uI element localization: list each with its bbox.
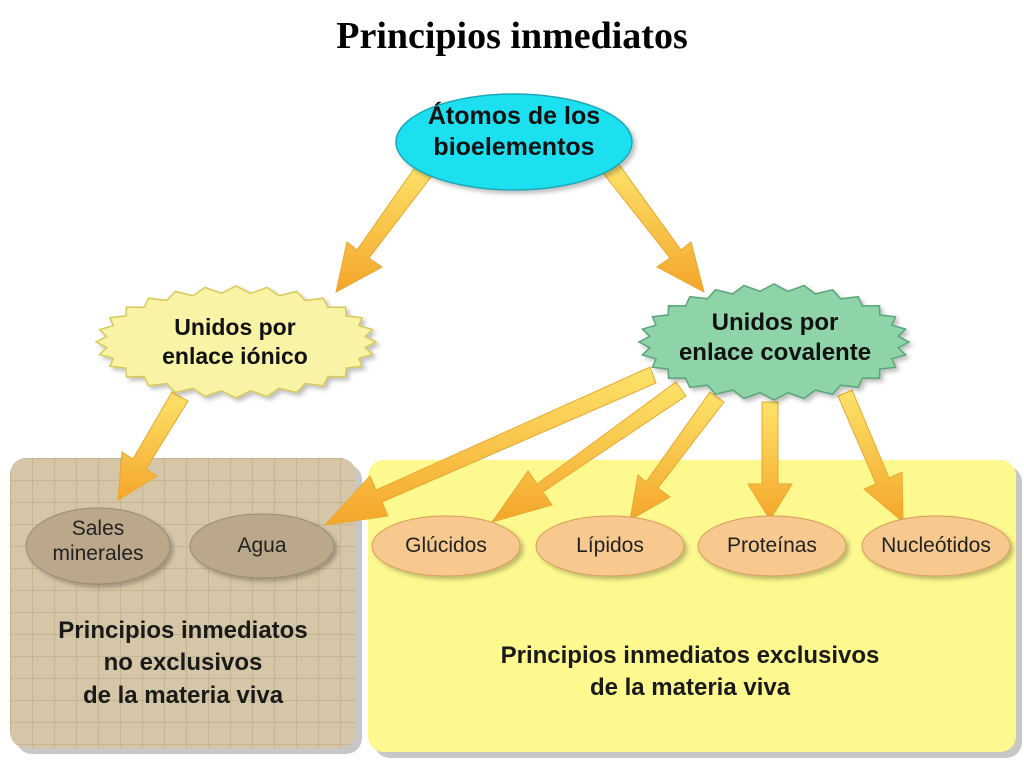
node-atomos xyxy=(395,93,633,191)
node-atomos-line1: Átomos de los xyxy=(427,102,601,130)
caption-no-exclusivos-line2: no exclusivos xyxy=(103,649,263,677)
lipidos-label: Lípidos xyxy=(576,534,644,557)
arrow-top-to-left xyxy=(335,162,435,293)
arrow-covalent-to-proteinas xyxy=(747,401,793,521)
caption-no-exclusivos-line1: Principios inmediatos xyxy=(58,617,308,644)
arrow-top-to-right xyxy=(602,162,705,293)
nucleotidos-label: Nucleótidos xyxy=(881,534,991,557)
oval-lipidos xyxy=(535,515,685,577)
oval-agua xyxy=(189,513,335,579)
caption-exclusivos: Principios inmediatos exclusivos de la m… xyxy=(470,640,910,705)
page-title: Principios inmediatos xyxy=(336,15,688,57)
arrow-covalent-to-nucleotidos xyxy=(837,389,904,524)
oval-glucidos xyxy=(371,515,521,577)
sales-minerales-line1: Sales xyxy=(71,517,125,540)
proteinas-label: Proteínas xyxy=(727,534,817,557)
caption-no-exclusivos: Principios inmediatos no exclusivos de l… xyxy=(20,615,346,712)
caption-exclusivos-line2: de la materia viva xyxy=(589,674,791,702)
node-atomos-label: Átomos de los bioelementos xyxy=(414,101,614,164)
arrow-covalent-to-agua xyxy=(323,366,657,526)
arrow-covalent-to-glucidos xyxy=(490,381,687,523)
panel-exclusivos xyxy=(368,460,1016,752)
caption-no-exclusivos-line3: de la materia viva xyxy=(82,681,284,709)
node-enlace-ionico-label: Unidos por enlace iónico xyxy=(120,313,350,371)
node-enlace-ionico-line1: Unidos por xyxy=(174,314,296,340)
arrow-ionic-to-sales xyxy=(117,391,189,501)
node-atomos-line2: bioelementos xyxy=(433,133,595,162)
oval-sales-minerales xyxy=(25,507,171,585)
sales-minerales-label: Sales minerales xyxy=(28,516,168,566)
node-enlace-covalente-line1: Unidos por xyxy=(711,309,839,336)
node-enlace-ionico-line2: enlace iónico xyxy=(162,342,308,369)
oval-nucleotidos xyxy=(861,515,1011,577)
panel-no-exclusivos xyxy=(10,458,356,748)
oval-proteinas xyxy=(697,515,847,577)
node-enlace-covalente-line2: enlace covalente xyxy=(678,339,872,366)
node-enlace-covalente-label: Unidos por enlace covalente xyxy=(650,308,900,368)
node-enlace-ionico xyxy=(94,285,378,399)
node-enlace-covalente xyxy=(637,283,911,401)
arrow-covalent-to-lipidos xyxy=(629,391,725,521)
glucidos-label: Glúcidos xyxy=(405,534,487,557)
caption-exclusivos-line1: Principios inmediatos exclusivos xyxy=(500,642,880,669)
agua-label: Agua xyxy=(237,534,287,557)
sales-minerales-line2: minerales xyxy=(52,542,144,566)
